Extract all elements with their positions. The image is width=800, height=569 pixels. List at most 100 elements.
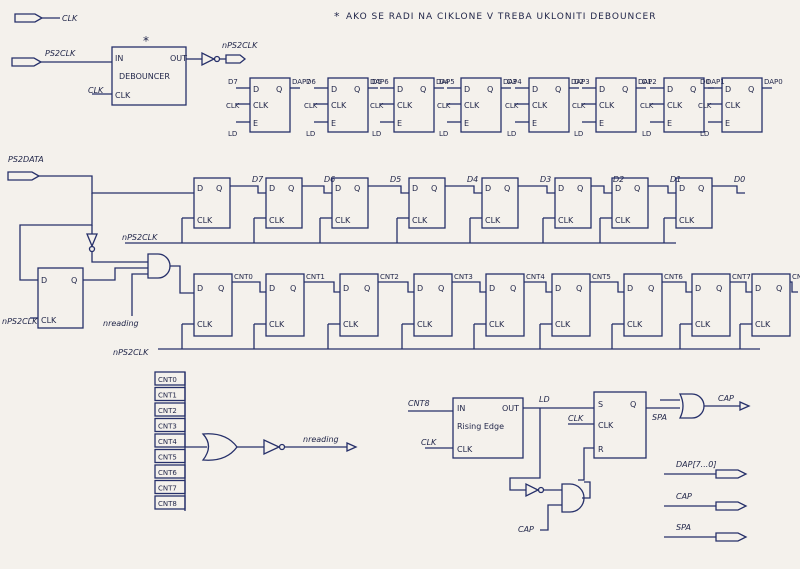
top-reg-clk-label: CLK bbox=[505, 102, 519, 110]
counter-ff-body bbox=[751, 273, 791, 337]
top-reg-d-pin: D bbox=[253, 85, 259, 94]
counter-ff-clk-pin: CLK bbox=[755, 320, 771, 329]
debouncer-block: IN OUT DEBOUNCER CLK * CLK nPS2CLK bbox=[88, 34, 258, 106]
clk-input-label: CLK bbox=[62, 14, 78, 23]
shift-ff-body bbox=[265, 177, 303, 229]
top-reg-ld-label: LD bbox=[700, 130, 709, 138]
top-reg-ff-body bbox=[721, 77, 763, 133]
edge-output-label: LD bbox=[539, 395, 550, 404]
sr-s-pin: S bbox=[598, 400, 603, 409]
top-reg-clk-pin: CLK bbox=[253, 101, 269, 110]
shift-ff-body bbox=[193, 177, 231, 229]
counter-ff-q-pin: Q bbox=[576, 284, 582, 293]
shift-tap-label: D7 bbox=[252, 175, 264, 184]
top-reg-q-label: DAP4 bbox=[503, 78, 522, 86]
top-reg-e-pin: E bbox=[397, 119, 402, 128]
top-reg-clk-label: CLK bbox=[572, 102, 586, 110]
top-reg-d-label: D2 bbox=[574, 78, 584, 86]
cap-output-label: CAP bbox=[718, 394, 734, 403]
top-reg-clk-label: CLK bbox=[698, 102, 712, 110]
shift-ff-q-pin: Q bbox=[354, 184, 360, 193]
top-reg-q-label: DAP5 bbox=[436, 78, 455, 86]
cap-and-gate: CAP bbox=[660, 393, 751, 419]
shift-ff-d-pin: D bbox=[412, 184, 418, 193]
top-reg-q-label: DAP1 bbox=[706, 78, 725, 86]
top-reg-q-label: DAP7 bbox=[292, 78, 311, 86]
shift-ff-clk-pin: CLK bbox=[269, 216, 285, 225]
and-gate-enable-label: nreading bbox=[103, 319, 139, 328]
counter-output-label: CNT6 bbox=[664, 273, 683, 281]
counter-ff-q-pin: Q bbox=[776, 284, 782, 293]
top-reg-q-label: DAP3 bbox=[571, 78, 590, 86]
shift-ff-body bbox=[331, 177, 369, 229]
top-reg-d-pin: D bbox=[725, 85, 731, 94]
counter-ff-body bbox=[339, 273, 379, 337]
edge-clk-pin: CLK bbox=[457, 445, 473, 454]
top-reg-clk-pin: CLK bbox=[397, 101, 413, 110]
counter-ff-body bbox=[691, 273, 731, 337]
sr-output-label: SPA bbox=[652, 413, 667, 422]
shift-ff-q-pin: Q bbox=[216, 184, 222, 193]
edge-out-pin: OUT bbox=[502, 404, 519, 413]
counter-ff-d-pin: D bbox=[695, 284, 701, 293]
counter-ff-d-pin: D bbox=[555, 284, 561, 293]
sync-ff-clock-label: nPS2CLK bbox=[2, 317, 38, 326]
counter-output-label: CNT5 bbox=[592, 273, 611, 281]
shift-tap-label: D5 bbox=[390, 175, 401, 184]
top-reg-clk-pin: CLK bbox=[599, 101, 615, 110]
top-reg-d-label: D7 bbox=[228, 78, 238, 86]
top-reg-ff-body bbox=[595, 77, 637, 133]
counter-output-label: CNT7 bbox=[732, 273, 751, 281]
output-port-shape bbox=[715, 469, 748, 479]
counter-ff-clk-pin: CLK bbox=[269, 320, 285, 329]
debouncer-clk-label: CLK bbox=[88, 86, 104, 95]
or-gate: nreading bbox=[185, 433, 358, 461]
shift-tap-label: D2 bbox=[613, 175, 624, 184]
top-reg-q-pin: Q bbox=[622, 85, 628, 94]
shift-tap-label: D0 bbox=[734, 175, 745, 184]
top-reg-e-pin: E bbox=[532, 119, 537, 128]
output-port-label: DAP[7...0] bbox=[676, 460, 717, 469]
debouncer-clk-pin: CLK bbox=[115, 91, 131, 100]
top-reg-ld-label: LD bbox=[507, 130, 516, 138]
top-reg-ff-body bbox=[663, 77, 705, 133]
top-reg-clk-label: CLK bbox=[226, 102, 240, 110]
counter-ff-clk-pin: CLK bbox=[417, 320, 433, 329]
feedback-and-gate: CAP bbox=[509, 408, 591, 534]
top-reg-ld-label: LD bbox=[574, 130, 583, 138]
top-reg-q-pin: Q bbox=[420, 85, 426, 94]
shift-ff-d-pin: D bbox=[197, 184, 203, 193]
top-reg-d-pin: D bbox=[532, 85, 538, 94]
shift-ff-clk-pin: CLK bbox=[558, 216, 574, 225]
ps2clk-input-port: PS2CLK bbox=[11, 49, 112, 67]
top-reg-e-pin: E bbox=[331, 119, 336, 128]
shift-ff-d-pin: D bbox=[335, 184, 341, 193]
top-reg-clk-label: CLK bbox=[640, 102, 654, 110]
or-stack-port-label: CNT6 bbox=[158, 469, 177, 477]
counter-ff-q-pin: Q bbox=[510, 284, 516, 293]
shift-ff-clk-pin: CLK bbox=[335, 216, 351, 225]
output-port-shape bbox=[715, 501, 748, 511]
or-stack-input-port: CNT1 bbox=[154, 386, 186, 402]
counter-ff-clk-pin: CLK bbox=[555, 320, 571, 329]
top-reg-e-pin: E bbox=[725, 119, 730, 128]
sync-flip-flop: D Q CLK nPS2CLK bbox=[2, 267, 148, 329]
or-stack-input-port: CNT4 bbox=[154, 433, 186, 448]
top-reg-ff-body bbox=[460, 77, 502, 133]
top-reg-ld-label: LD bbox=[372, 130, 381, 138]
edge-in-signal-label: CNT8 bbox=[408, 399, 430, 408]
